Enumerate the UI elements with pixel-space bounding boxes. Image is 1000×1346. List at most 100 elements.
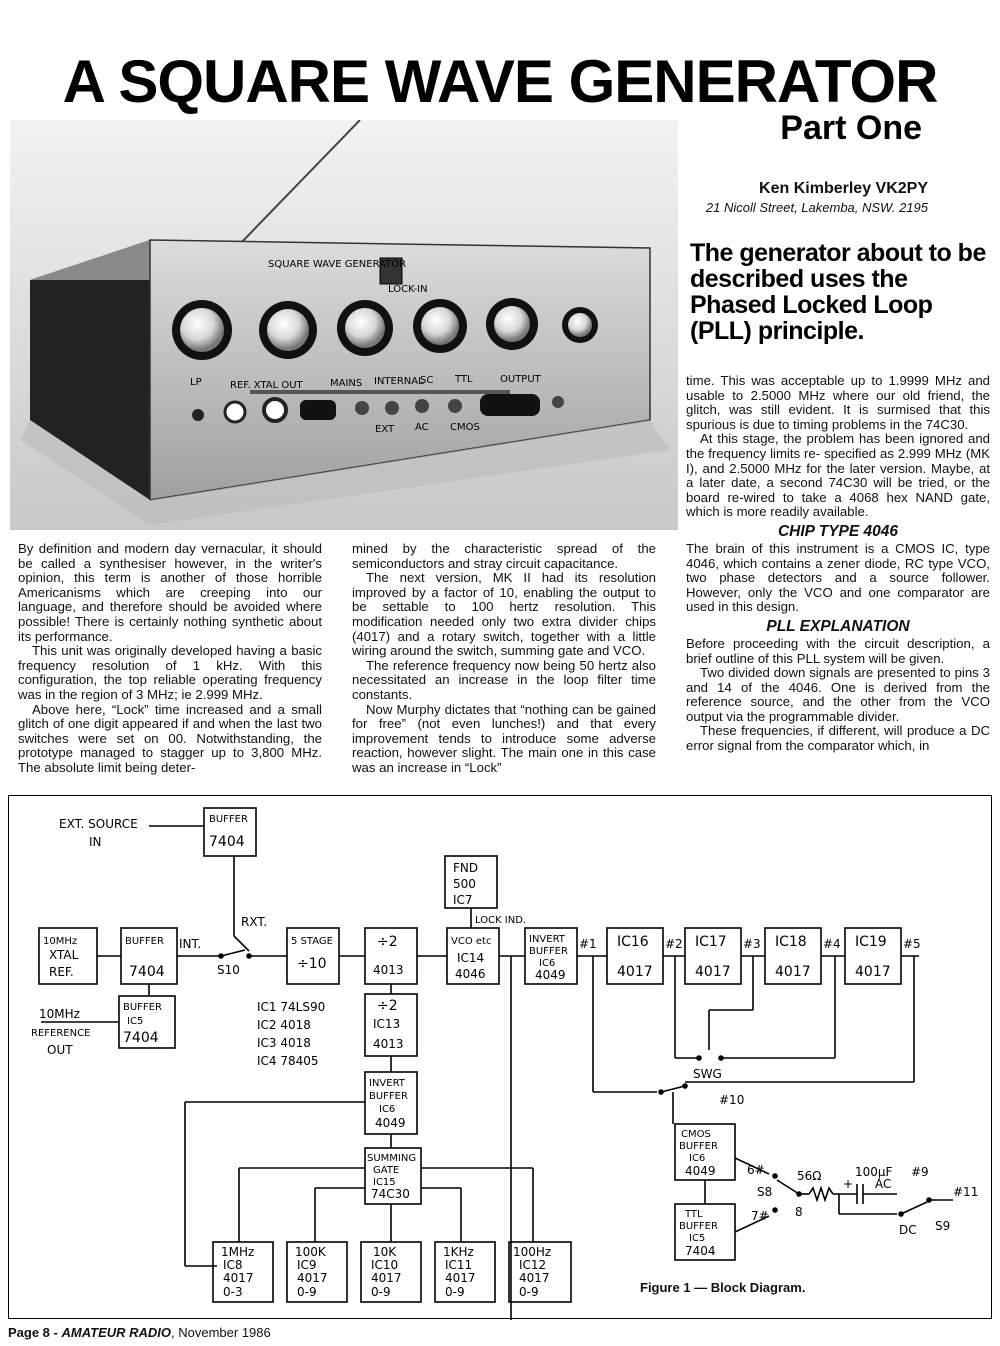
block-label: IC11: [445, 1258, 472, 1272]
author-address: 21 Nicoll Street, Lakemba, NSW. 2195: [705, 200, 928, 215]
decade-100hz-block: [508, 1241, 572, 1303]
block-label: BUFFER: [679, 1221, 718, 1232]
lock-ind-label: LOCK IND.: [475, 915, 526, 926]
block-label: 4017: [617, 964, 653, 980]
block-label: 4017: [855, 964, 891, 980]
block-label: CMOS: [681, 1129, 711, 1140]
paragraph: These frequencies, if different, will pr…: [686, 723, 990, 754]
block-label: 4017: [297, 1271, 328, 1285]
block-label: IC16: [617, 934, 649, 950]
output-label: AC: [875, 1177, 891, 1191]
block-label: 7404: [129, 964, 165, 980]
article-part: Part One: [780, 109, 922, 147]
block-label: REF.: [49, 965, 74, 979]
block-diagram: EXT. SOURCE IN BUFFER 7404 RXT. 10MHz XT…: [8, 795, 992, 1320]
block-label: 10MHz: [43, 936, 77, 947]
block-label: IC19: [855, 934, 887, 950]
block-label: 4013: [373, 963, 404, 977]
output-label: S9: [935, 1219, 950, 1233]
ic-list-item: IC1 74LS90: [257, 1000, 325, 1014]
block-label: 4017: [371, 1271, 402, 1285]
paragraph: The reference frequency now being 50 her…: [352, 657, 656, 702]
article-deck: The generator about to be described uses…: [690, 239, 986, 345]
rxt-label: RXT.: [241, 915, 267, 929]
output-label: 56Ω: [797, 1169, 821, 1183]
panel-label-mains: MAINS: [330, 378, 362, 389]
ic-list-item: IC4 78405: [257, 1054, 319, 1068]
panel-label-ref: REF. XTAL OUT: [230, 380, 304, 391]
block-label: 4017: [445, 1271, 476, 1285]
block-label: INVERT: [529, 934, 566, 945]
publication-name: AMATEUR RADIO: [61, 1325, 172, 1340]
block-label: IC6: [379, 1104, 395, 1115]
block-label: IC17: [695, 934, 727, 950]
block-label: 4017: [695, 964, 731, 980]
s10-label: S10: [217, 963, 240, 977]
block-label: BUFFER: [679, 1141, 718, 1152]
figure-caption: Figure 1 — Block Diagram.: [640, 1280, 806, 1295]
ic-list-item: IC3 4018: [257, 1036, 311, 1050]
block-label: IC12: [519, 1258, 546, 1272]
block-label: GATE: [373, 1165, 399, 1176]
decade-1mhz-block: [212, 1241, 274, 1303]
summing-gate-block: [364, 1147, 422, 1205]
tap-label: #3: [743, 937, 761, 951]
block-label: IC15: [373, 1177, 396, 1188]
output-label: DC: [899, 1223, 917, 1237]
block-label: 4049: [685, 1164, 716, 1178]
block-label: IC14: [457, 951, 484, 965]
block-label: XTAL: [49, 948, 79, 962]
block-label: 4017: [223, 1271, 254, 1285]
output-label: #11: [953, 1185, 978, 1199]
panel-title: SQUARE WAVE GENERATOR: [268, 259, 406, 270]
panel-label-ac: AC: [415, 422, 429, 433]
text-column-3: time. This was acceptable up to 1.9999 M…: [686, 373, 990, 754]
paragraph: Above here, “Lock” time increased and a …: [18, 701, 322, 775]
paragraph: At this stage, the problem has been igno…: [686, 431, 990, 520]
block-label: SUMMING: [367, 1153, 416, 1164]
block-label: 0-3: [223, 1285, 243, 1299]
output-label: #9: [911, 1165, 929, 1179]
block-label: 4017: [775, 964, 811, 980]
block-label: VCO etc: [451, 936, 491, 947]
block-label: 4049: [535, 968, 566, 982]
block-label: 4013: [373, 1037, 404, 1051]
block-label: 100K: [295, 1245, 327, 1259]
block-label: 0-9: [445, 1285, 465, 1299]
block-label: INVERT: [369, 1078, 406, 1089]
swg-label: SWG: [693, 1067, 722, 1081]
ref-out-label: 10MHz: [39, 1007, 80, 1021]
section-heading-pll: PLL EXPLANATION: [766, 617, 910, 635]
svg-text:+: +: [843, 1177, 853, 1191]
int-label: INT.: [179, 937, 201, 951]
output-label: S8: [757, 1185, 772, 1199]
tap10-label: #10: [719, 1093, 744, 1107]
paragraph: By definition and modern day vernacular,…: [18, 541, 322, 644]
paragraph: The next version, MK II had its resoluti…: [352, 570, 656, 659]
paragraph: Two divided down signals are presented t…: [686, 665, 990, 724]
block-label: 7404: [685, 1244, 716, 1258]
block-label: BUFFER: [529, 946, 568, 957]
panel-label-cmos: CMOS: [450, 422, 480, 433]
ic-list-item: IC2 4018: [257, 1018, 311, 1032]
ext-in-label: IN: [89, 835, 102, 849]
tap-label: #4: [823, 937, 841, 951]
block-label: BUFFER: [125, 936, 164, 947]
block-label: 100Hz: [513, 1245, 551, 1259]
block-label: IC5: [127, 1016, 143, 1027]
tap-label: #1: [579, 937, 597, 951]
block-label: BUFFER: [369, 1091, 408, 1102]
tap-label: #2: [665, 937, 683, 951]
output-label: 100µF: [855, 1165, 893, 1179]
tap-label: #5: [903, 937, 921, 951]
block-label: FND: [453, 861, 478, 875]
block-label: IC8: [223, 1258, 243, 1272]
block-label: ÷2: [377, 998, 398, 1014]
author-name: Ken Kimberley VK2PY: [759, 180, 928, 197]
block-label: IC5: [689, 1233, 705, 1244]
article-title: A SQUARE WAVE GENERATOR: [62, 48, 939, 115]
panel-label-output: OUTPUT: [500, 374, 542, 385]
paragraph: Now Murphy dictates that “nothing can be…: [352, 701, 656, 775]
block-label: IC18: [775, 934, 807, 950]
block-label: 5 STAGE: [291, 936, 333, 947]
